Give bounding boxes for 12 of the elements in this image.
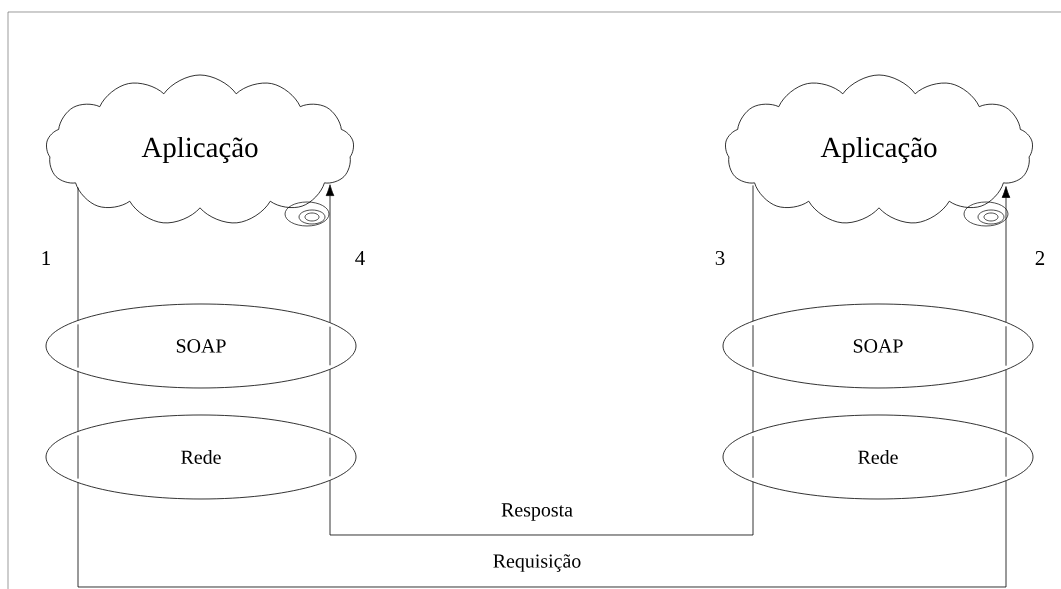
step-number: 4 <box>355 251 365 265</box>
ellipse-layer: Rede <box>722 414 1034 500</box>
ellipse-layer: SOAP <box>722 303 1034 389</box>
arrow <box>1001 186 1011 323</box>
edge-label: Resposta <box>501 503 573 521</box>
ellipse-layer: Rede <box>45 414 357 500</box>
edge-label: Requisição <box>493 554 581 572</box>
step-number: 3 <box>715 250 725 265</box>
ellipse-layer: SOAP <box>45 303 357 389</box>
step-number: 2 <box>1035 251 1045 265</box>
arrow <box>325 184 335 324</box>
step-number: 1 <box>42 251 50 265</box>
